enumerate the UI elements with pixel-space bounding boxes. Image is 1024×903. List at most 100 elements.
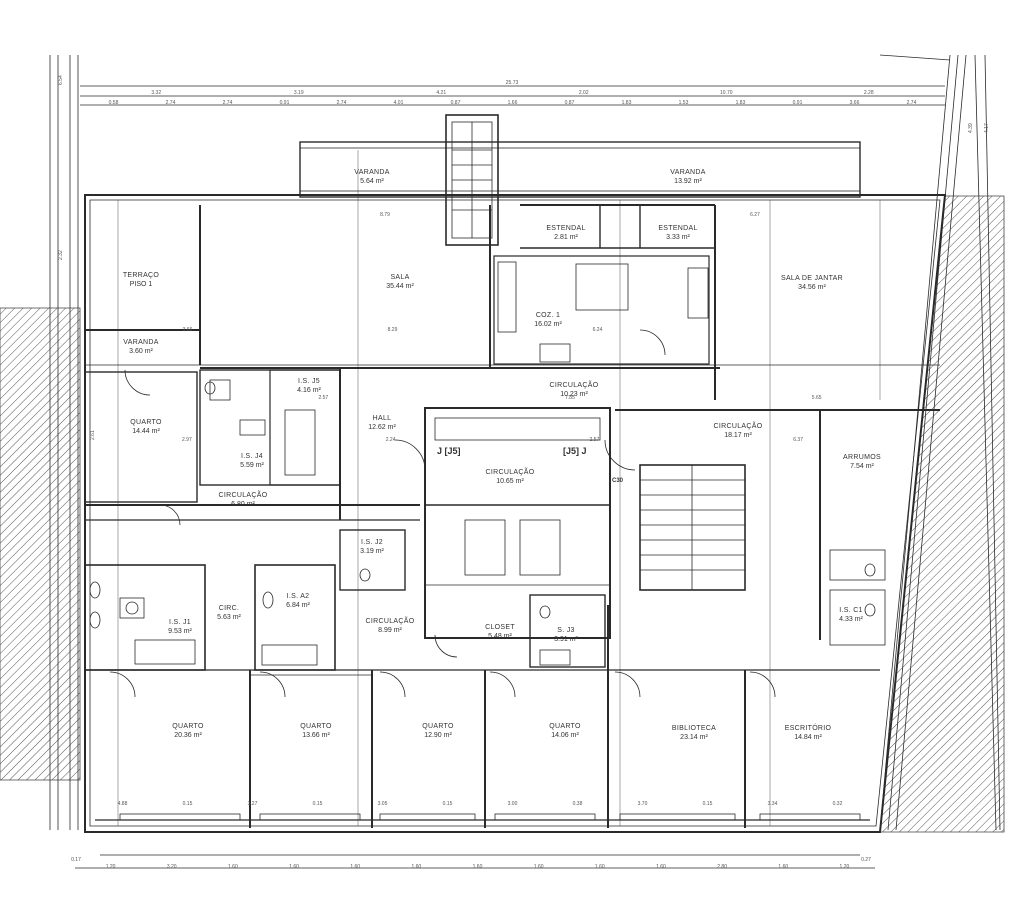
dim-value: 2.57 <box>589 437 600 443</box>
dim-value: 0.91 <box>279 100 290 106</box>
dim-value: 3.05 <box>377 801 388 807</box>
dim-value: 0.15 <box>442 801 453 807</box>
dim-value: 1.60 <box>594 864 605 870</box>
dim-value: 3.19 <box>293 90 304 96</box>
dim-left-2: 2.32 <box>58 250 64 260</box>
dim-value: 0.91 <box>792 100 803 106</box>
dim-value: 3.00 <box>507 801 518 807</box>
dim-value: 2.74 <box>906 100 917 106</box>
dim-value: 6.24 <box>592 327 603 333</box>
dim-value: 1.60 <box>289 864 299 870</box>
dim-value: 0.38 <box>572 801 583 807</box>
dim-value: 6.27 <box>750 212 760 218</box>
dim-value: 0.87 <box>564 100 575 106</box>
dim-value: 2.74 <box>336 100 347 106</box>
dim-value: 1.53 <box>678 100 689 106</box>
dim-value: 1.60 <box>411 864 422 870</box>
dim-value: 0.58 <box>108 100 119 106</box>
dim-value: 3.70 <box>637 801 648 807</box>
dim-value: 2.74 <box>222 100 233 106</box>
dim-value: 1.83 <box>621 100 632 106</box>
dim-value: 2.24 <box>385 437 396 443</box>
dim-value: 3.20 <box>166 864 177 870</box>
dim-value: 3.27 <box>247 801 258 807</box>
dim-value: 1.60 <box>656 864 666 870</box>
dim-value: 2.74 <box>165 100 176 106</box>
dim-value: 0.15 <box>312 801 323 807</box>
dim-value: 1.83 <box>735 100 746 106</box>
dim-value: 2.57 <box>318 395 329 401</box>
dim-left-1: 6.54 <box>58 75 64 85</box>
dim-value: 2.97 <box>182 437 192 443</box>
dim-value: 3.66 <box>849 100 860 106</box>
dim-right-2: 4.17 <box>984 123 990 133</box>
dim-value: 5.65 <box>811 395 822 401</box>
room-circ-small: CIRC.5.63 m² <box>217 605 241 621</box>
dim-value: 0.87 <box>450 100 461 106</box>
dim-value: 6.37 <box>793 437 803 443</box>
dim-value: 7.85 <box>565 395 575 401</box>
dim-value: 2.28 <box>863 90 874 96</box>
dim-value: 3.66 <box>182 327 193 333</box>
dim-value: 2.02 <box>578 90 589 96</box>
elevator-tag-right: [J5] J <box>563 446 587 456</box>
dim-value: 1.20 <box>105 864 116 870</box>
dim-value: 3.34 <box>767 801 778 807</box>
dim-value: 0.15 <box>702 801 713 807</box>
elevator-tag-left: J [J5] <box>437 446 461 456</box>
dim-value: 1.60 <box>778 864 789 870</box>
dim-value: 1.20 <box>839 864 850 870</box>
dim-value: 8.79 <box>380 212 390 218</box>
right-hatched-wall <box>879 195 1005 833</box>
dim-value: 8.29 <box>387 327 398 333</box>
dim-value: 1.66 <box>507 100 518 106</box>
dim-value: 0.32 <box>832 801 843 807</box>
dim-value: 4.21 <box>436 90 447 96</box>
dim-corner-left: 0.17 <box>71 857 81 863</box>
dim-left-3: 2.61 <box>90 430 96 440</box>
dim-value: 2.80 <box>717 864 727 870</box>
dim-value: 4.88 <box>117 801 128 807</box>
dim-right-1: 4.39 <box>968 123 974 133</box>
dim-value: 1.60 <box>533 864 544 870</box>
dim-value: 3.32 <box>151 90 162 96</box>
c30-tag: C30 <box>612 478 624 484</box>
dim-corner-right: 0.27 <box>861 857 871 863</box>
dim-value: 1.60 <box>228 864 238 870</box>
dim-value: 0.15 <box>182 801 193 807</box>
dim-overall: 25.73 <box>505 80 519 86</box>
dim-value: 1.60 <box>350 864 361 870</box>
dim-value: 10.70 <box>719 90 733 96</box>
